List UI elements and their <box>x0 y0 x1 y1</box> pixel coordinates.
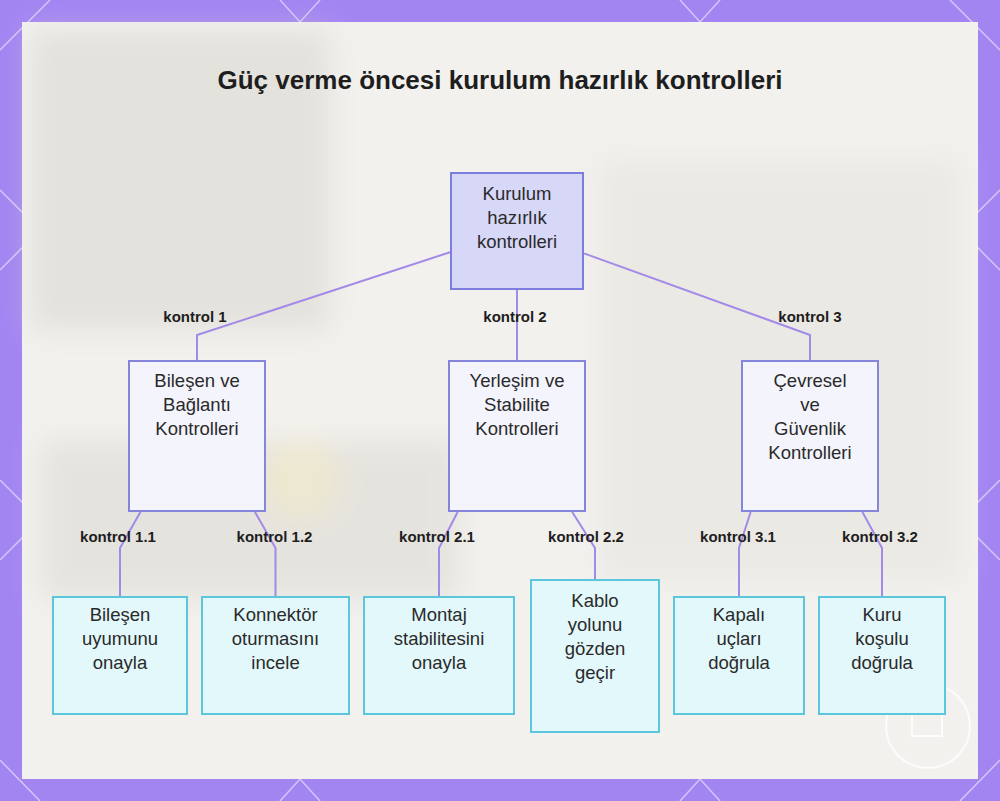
edge-label: kontrol 3.1 <box>700 528 776 545</box>
connector-line <box>862 512 882 596</box>
node-text: Bileşen uyumunu onayla <box>74 603 166 675</box>
edge-label: kontrol 3.2 <box>842 528 918 545</box>
root-box: Kurulum hazırlık kontrolleri <box>450 172 584 290</box>
edge-label: kontrol 2.2 <box>548 528 624 545</box>
logo-mark <box>912 714 942 736</box>
category-box: Yerleşim ve Stabilite Kontrolleri <box>448 360 586 512</box>
category-box: Bileşen ve Bağlantı Kontrolleri <box>128 360 266 512</box>
node-text: Çevresel ve Güvenlik Kontrolleri <box>764 369 856 465</box>
node-text: Kuru koşulu doğrula <box>846 603 918 675</box>
connector-line <box>255 512 276 596</box>
task-box: Kablo yolunu gözden geçir <box>530 579 660 733</box>
category-box: Çevresel ve Güvenlik Kontrolleri <box>741 360 879 512</box>
node-text: Kurulum hazırlık kontrolleri <box>462 182 572 254</box>
node-text: Bileşen ve Bağlantı Kontrolleri <box>141 369 253 441</box>
edge-label: kontrol 2.1 <box>399 528 475 545</box>
node-text: Yerleşim ve Stabilite Kontrolleri <box>470 369 565 441</box>
edge-label: kontrol 1.1 <box>80 528 156 545</box>
task-box: Kuru koşulu doğrula <box>818 596 946 715</box>
connector-line <box>197 252 450 360</box>
connector-line <box>120 512 140 596</box>
connector-line <box>572 512 595 579</box>
node-text: Kapalı uçları doğrula <box>703 603 775 675</box>
connector-line <box>516 290 518 360</box>
task-box: Konnektör oturmasını incele <box>201 596 350 715</box>
connector-line <box>439 512 458 596</box>
edge-label: kontrol 1 <box>163 308 226 325</box>
node-text: Kablo yolunu gözden geçir <box>557 589 633 685</box>
task-box: Bileşen uyumunu onayla <box>52 596 188 715</box>
connector-line <box>584 253 810 360</box>
node-text: Konnektör oturmasını incele <box>220 603 332 675</box>
blurred-photo <box>30 30 960 600</box>
edge-label: kontrol 2 <box>483 308 546 325</box>
connector-line <box>739 512 751 596</box>
edge-label: kontrol 3 <box>778 308 841 325</box>
node-text: Montaj stabilitesini onayla <box>383 603 495 675</box>
edge-label: kontrol 1.2 <box>237 528 313 545</box>
task-box: Montaj stabilitesini onayla <box>363 596 515 715</box>
diagram-title: Güç verme öncesi kurulum hazırlık kontro… <box>200 62 800 98</box>
panel <box>22 22 978 779</box>
task-box: Kapalı uçları doğrula <box>673 596 805 715</box>
